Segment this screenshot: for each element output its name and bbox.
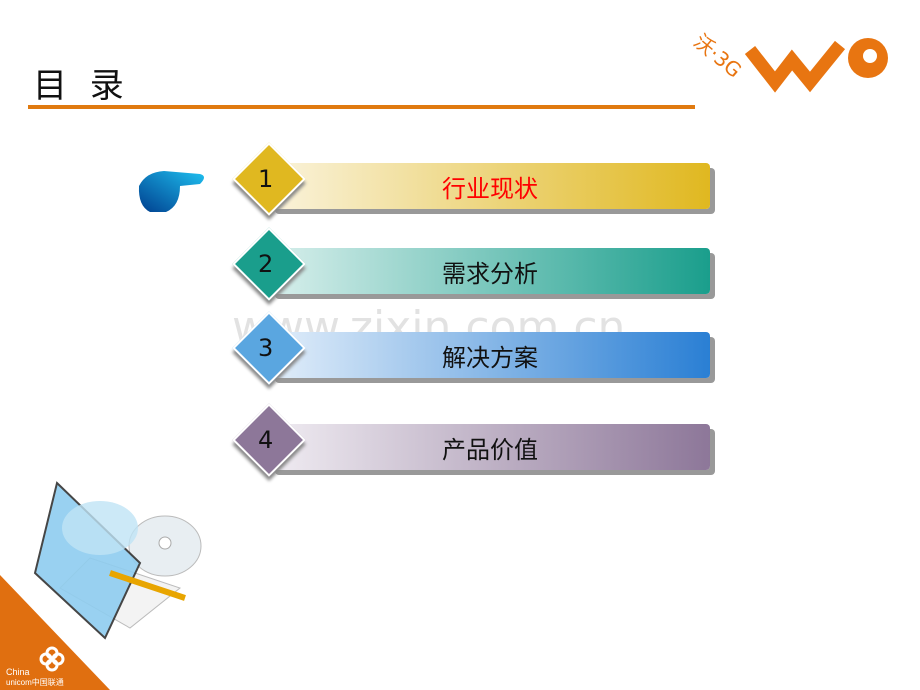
- menu-item-4[interactable]: 产品价值 4: [230, 403, 720, 486]
- item-number: 4: [258, 426, 274, 454]
- brand-line1: China: [6, 667, 30, 677]
- menu-item-2[interactable]: 需求分析 2: [230, 227, 720, 310]
- item-label: 需求分析: [442, 259, 538, 288]
- item-number: 2: [258, 250, 274, 278]
- menu-item-3[interactable]: 解决方案 3: [230, 311, 720, 394]
- item-label: 产品价值: [442, 435, 538, 464]
- slide-title: 目 录: [33, 66, 130, 106]
- pointing-hand-icon: [138, 171, 204, 212]
- title-divider: [28, 105, 695, 109]
- item-label: 行业现状: [442, 174, 538, 203]
- item-number: 3: [258, 334, 274, 362]
- svg-text:沃·3G: 沃·3G: [689, 29, 746, 82]
- brand-line2: unicom中国联通: [6, 677, 64, 687]
- item-number: 1: [258, 165, 274, 193]
- laptop-cd-illustration: [33, 481, 202, 640]
- menu-item-1[interactable]: 行业现状 1: [230, 142, 720, 225]
- wo-3g-logo: 沃·3G: [689, 29, 888, 93]
- item-label: 解决方案: [442, 343, 538, 372]
- china-unicom-corner-logo: China unicom中国联通: [0, 575, 110, 690]
